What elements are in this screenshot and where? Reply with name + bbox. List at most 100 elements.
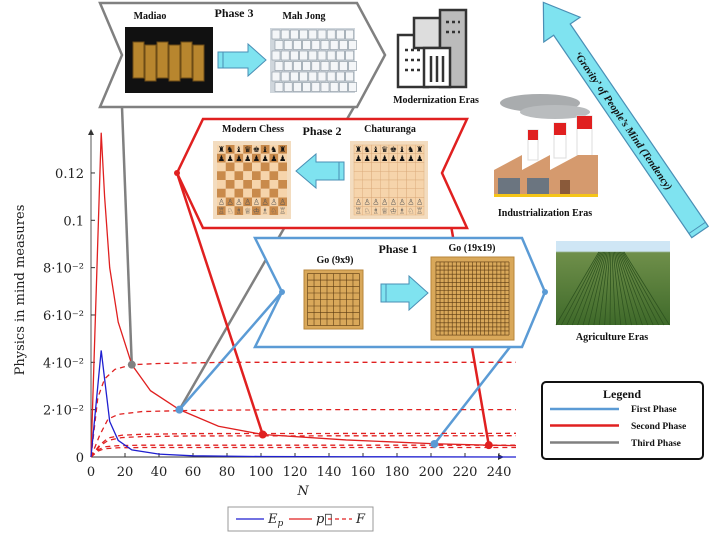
third-phase-point [127, 360, 136, 369]
legend-title: Legend [603, 387, 641, 401]
y-tick-label: 4·10⁻² [43, 356, 84, 371]
svg-text:♝: ♝ [235, 145, 242, 154]
svg-text:♜: ♜ [355, 145, 362, 154]
legend-item-first: First Phase [550, 405, 677, 415]
f-series-line [90, 409, 516, 458]
first-phase-connector [178, 291, 283, 411]
svg-text:♙: ♙ [364, 198, 371, 207]
first-phase-point [430, 439, 439, 448]
svg-text:♙: ♙ [235, 198, 242, 207]
svg-text:♞: ♞ [364, 145, 371, 154]
x-tick-label: 100 [249, 465, 274, 480]
chaturanga-label: Chaturanga [364, 124, 416, 135]
p-series-line [90, 132, 517, 458]
y-tick-label: 6·10⁻² [43, 309, 84, 324]
series-layer [90, 132, 517, 458]
svg-text:♜: ♜ [218, 145, 225, 154]
svg-text:♟: ♟ [381, 154, 388, 163]
go9-label: Go (9x9) [317, 255, 354, 266]
svg-text:♝: ♝ [262, 145, 269, 154]
svg-text:♔: ♔ [390, 206, 397, 215]
svg-text:♖: ♖ [416, 206, 423, 215]
svg-text:♙: ♙ [390, 198, 397, 207]
x-tick-label: 60 [185, 465, 202, 480]
chaturanga-board: ♜♞♝♛♚♝♞♜♟♟♟♟♟♟♟♟♙♙♙♙♙♙♙♙♖♘♗♕♔♗♘♖ [350, 141, 428, 219]
x-tick-label: 160 [351, 465, 376, 480]
svg-text:♝: ♝ [399, 145, 406, 154]
svg-text:♙: ♙ [407, 198, 414, 207]
right-arrow-icon [217, 42, 267, 78]
svg-text:♟: ♟ [253, 154, 260, 163]
svg-text:♟: ♟ [407, 154, 414, 163]
svg-text:♙: ♙ [279, 198, 286, 207]
svg-text:♜: ♜ [416, 145, 423, 154]
y-axis-label: Physics in mind measures [13, 205, 28, 376]
svg-text:♟: ♟ [364, 154, 371, 163]
y-tick-label: 8·10⁻² [43, 262, 84, 277]
svg-text:♟: ♟ [399, 154, 406, 163]
svg-text:♘: ♘ [407, 206, 414, 215]
x-tick-label: 180 [385, 465, 410, 480]
second-phase-connector [175, 172, 264, 435]
svg-text:♙: ♙ [262, 198, 269, 207]
madiao-label: Madiao [134, 11, 167, 22]
f-series-line [90, 361, 516, 458]
legend-item-second: Second Phase [550, 422, 686, 432]
svg-text:♘: ♘ [270, 206, 277, 215]
svg-text:♛: ♛ [244, 145, 251, 154]
svg-text:♕: ♕ [381, 206, 388, 215]
phase1-title: Phase 1 [379, 242, 418, 256]
modern-chess-label: Modern Chess [222, 124, 284, 135]
legend-p: p⃗ [316, 512, 332, 527]
field-image [555, 241, 670, 326]
phase1-notch-dot [279, 289, 285, 295]
modern-chess-board: ♜♞♝♛♚♝♞♜♟♟♟♟♟♟♟♟♙♙♙♙♙♙♙♙♖♘♗♕♔♗♘♖ [213, 141, 291, 219]
phase-points [127, 360, 493, 450]
series-legend: Ep p⃗ F [227, 506, 374, 532]
go-9x9-board [303, 269, 364, 330]
right-arrow-icon [380, 274, 429, 312]
buildings-icon [396, 8, 468, 89]
phase1-tip-dot [542, 289, 548, 295]
x-tick-label: 40 [151, 465, 168, 480]
svg-text:♟: ♟ [390, 154, 397, 163]
svg-text:♙: ♙ [227, 198, 234, 207]
svg-text:♙: ♙ [218, 198, 225, 207]
svg-text:♜: ♜ [279, 145, 286, 154]
svg-text:♗: ♗ [399, 206, 406, 215]
svg-text:♟: ♟ [270, 154, 277, 163]
svg-text:♖: ♖ [218, 206, 225, 215]
phase2-box: Modern Chess Phase 2 Chaturanga ♜♞♝♛♚♝♞♜… [174, 117, 469, 230]
svg-text:♗: ♗ [262, 206, 269, 215]
f-series-line [90, 435, 517, 458]
y-tick-label: 2·10⁻² [43, 404, 84, 419]
second-phase-point [484, 441, 493, 450]
svg-text:♟: ♟ [244, 154, 251, 163]
svg-text:♟: ♟ [235, 154, 242, 163]
svg-text:♗: ♗ [372, 206, 379, 215]
svg-text:♟: ♟ [355, 154, 362, 163]
third-phase-connector [120, 106, 134, 366]
legend-ep: Ep [267, 512, 284, 529]
svg-text:♝: ♝ [372, 145, 379, 154]
svg-text:♞: ♞ [270, 145, 277, 154]
svg-text:♟: ♟ [279, 154, 286, 163]
legend-item-third: Third Phase [550, 439, 681, 449]
svg-text:♙: ♙ [381, 198, 388, 207]
svg-text:♟: ♟ [372, 154, 379, 163]
phase3-box: Madiao Phase 3 Mah Jong [98, 1, 387, 109]
svg-text:♟: ♟ [416, 154, 423, 163]
x-axis-label: N [296, 484, 309, 499]
madiao-image [125, 27, 213, 93]
svg-text:♚: ♚ [253, 145, 260, 154]
phase2-tip-dot [174, 170, 180, 176]
x-tick-label: 240 [487, 465, 512, 480]
svg-text:♙: ♙ [416, 198, 423, 207]
legend-f: F [355, 512, 366, 527]
svg-text:♙: ♙ [399, 198, 406, 207]
second-phase-point [258, 430, 267, 439]
industrialization-eras-label: Industrialization Eras [498, 208, 592, 219]
f-series-line [90, 432, 517, 458]
svg-text:♙: ♙ [244, 198, 251, 207]
